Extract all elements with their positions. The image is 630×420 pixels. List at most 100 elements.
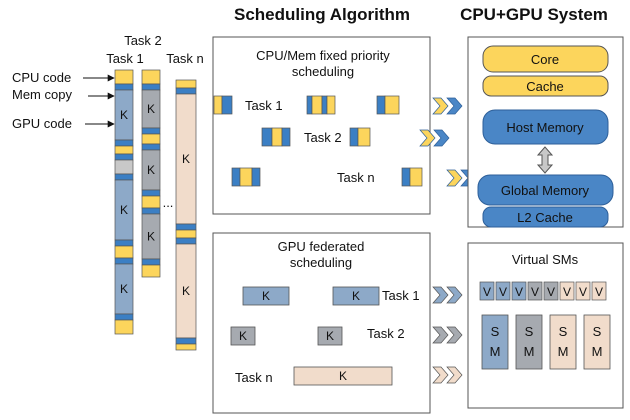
chevron-arrow <box>446 97 463 115</box>
chevron-arrow <box>433 129 450 147</box>
task2-segment <box>141 258 161 266</box>
chevron-arrow <box>419 129 436 147</box>
sm-block <box>481 314 509 370</box>
memory-transfer-arrow <box>536 146 554 174</box>
taskn-segment <box>175 337 197 345</box>
task1-segment <box>114 145 134 155</box>
taskn-segment <box>175 79 197 89</box>
chevron-arrow <box>446 326 463 344</box>
cpu-mem-slice <box>409 167 423 187</box>
task1-segment <box>114 257 134 265</box>
taskn-kernel-label: K <box>182 152 190 166</box>
task1-segment <box>114 83 134 91</box>
core-label: Core <box>531 52 559 67</box>
cpu-mem-slice <box>384 95 400 115</box>
task1-timeline-column: KKK <box>114 69 134 335</box>
taskn-segment <box>175 237 197 245</box>
kernel-block-label: K <box>239 329 247 343</box>
sm-block-label-s: S <box>593 324 602 339</box>
sm-block-label-m: M <box>592 344 603 359</box>
task1-kernel-label: K <box>120 282 128 296</box>
chevron-arrow <box>432 366 449 384</box>
taskn-kernel-label: K <box>182 284 190 298</box>
task1-column-label: Task 1 <box>106 51 144 66</box>
taskn-segment <box>175 229 197 239</box>
task2-segment <box>141 195 161 209</box>
cpu-panel-taskn-label: Task n <box>337 170 375 185</box>
kernel-block-label: K <box>339 369 347 383</box>
task2-kernel-label: K <box>147 163 155 177</box>
virtual-sm-slot-label: V <box>531 285 539 299</box>
taskn-segment <box>175 343 197 351</box>
task2-segment <box>141 83 161 91</box>
virtual-sm-slot <box>479 281 495 301</box>
cache-label: Cache <box>526 79 564 94</box>
cpu-mem-slice <box>326 95 336 115</box>
cpu-panel-task2-label: Task 2 <box>304 130 342 145</box>
gpu-panel-task1-label: Task 1 <box>382 288 420 303</box>
l2-cache-block <box>482 206 609 228</box>
kernel-block-label: K <box>262 289 270 303</box>
cpu-mem-slice <box>231 167 241 187</box>
column-ellipsis: ... <box>163 195 174 210</box>
virtual-sm-slot <box>527 281 543 301</box>
chevron-arrow <box>432 97 449 115</box>
virtual-sm-slot <box>575 281 591 301</box>
taskn-segment <box>175 87 197 95</box>
virtual-sm-slot <box>591 281 607 301</box>
task2-segment <box>141 133 161 145</box>
cpu-mem-slice <box>221 95 233 115</box>
sm-block <box>583 314 611 370</box>
cpu-mem-slice <box>376 95 386 115</box>
task2-kernel-label: K <box>147 230 155 244</box>
sm-block-label-m: M <box>524 344 535 359</box>
cpu-mem-slice <box>271 127 283 147</box>
host-memory-label: Host Memory <box>506 120 584 135</box>
cpu-mem-slice <box>349 127 359 147</box>
task1-segment <box>114 313 134 321</box>
gpu-panel-title-line2: scheduling <box>290 255 352 270</box>
kernel-block-label: K <box>352 289 360 303</box>
cpu-mem-slice <box>281 127 291 147</box>
virtual-sm-slot <box>511 281 527 301</box>
sm-block <box>515 314 543 370</box>
kernel-block <box>293 366 393 386</box>
cpu-panel-title-line1: CPU/Mem fixed priority <box>256 48 390 63</box>
cpu-panel-title-line2: scheduling <box>292 64 354 79</box>
virtual-sm-slot-label: V <box>579 285 587 299</box>
cpu-mem-slice <box>251 167 261 187</box>
virtual-sm-slot-label: V <box>483 285 491 299</box>
task2-segment <box>141 143 161 151</box>
task2-segment <box>141 189 161 197</box>
cpu-mem-slice <box>357 127 371 147</box>
cpu-mem-slice <box>311 95 323 115</box>
host-memory-block <box>482 109 609 145</box>
virtual-sm-slot-label: V <box>499 285 507 299</box>
sm-block-label-s: S <box>491 324 500 339</box>
kernel-block <box>230 326 256 346</box>
task1-kernel-label: K <box>120 108 128 122</box>
cpu-panel-task1-label: Task 1 <box>245 98 283 113</box>
global-memory-label: Global Memory <box>501 183 590 198</box>
virtual-sm-slot-label: V <box>563 285 571 299</box>
task2-kernel-label: K <box>147 102 155 116</box>
header-scheduling-algorithm: Scheduling Algorithm <box>234 5 410 24</box>
cpu-mem-slice <box>306 95 313 115</box>
kernel-block <box>242 286 290 306</box>
global-memory-block <box>477 174 614 206</box>
header-cpu-gpu-system: CPU+GPU System <box>460 5 608 24</box>
task2-segment <box>141 127 161 135</box>
legend-cpu-code: CPU code <box>12 70 71 85</box>
task1-segment <box>114 153 134 161</box>
virtual-sm-slot-label: V <box>547 285 555 299</box>
task2-segment <box>141 207 161 215</box>
taskn-timeline-column: KK <box>175 79 197 351</box>
taskn-column-label: Task n <box>166 51 204 66</box>
task1-segment <box>114 69 134 85</box>
virtual-sm-slot <box>559 281 575 301</box>
sm-block-label-s: S <box>559 324 568 339</box>
chevron-arrow <box>446 286 463 304</box>
